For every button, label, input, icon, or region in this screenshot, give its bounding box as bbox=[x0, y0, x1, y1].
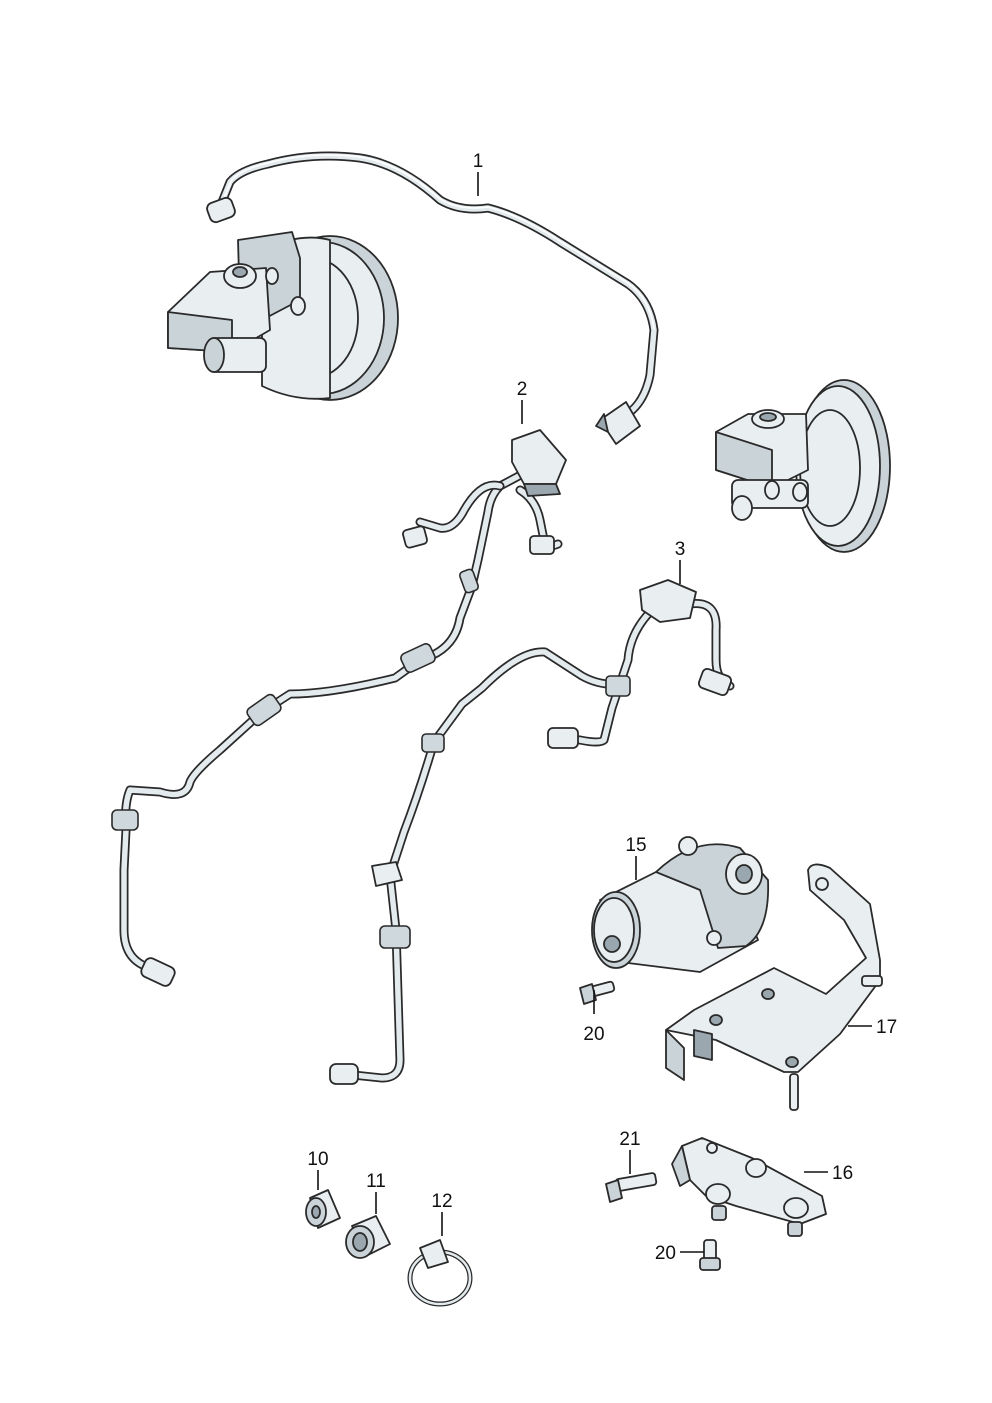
bolt-21 bbox=[605, 1172, 658, 1203]
grommet-10 bbox=[305, 1189, 341, 1229]
bolt-20-lower bbox=[699, 1239, 721, 1271]
callout-16: 16 bbox=[832, 1163, 853, 1184]
hose-clamp-12 bbox=[407, 1239, 473, 1307]
callout-2: 2 bbox=[517, 379, 528, 400]
callout-15: 15 bbox=[625, 835, 646, 856]
bracket-16 bbox=[671, 1137, 827, 1237]
bushing-11 bbox=[345, 1215, 391, 1259]
brake-booster-right bbox=[715, 379, 891, 553]
callout-17: 17 bbox=[876, 1017, 897, 1038]
callout-3: 3 bbox=[675, 539, 686, 560]
bracket-17 bbox=[665, 863, 883, 1111]
bolt-20-upper bbox=[579, 980, 616, 1005]
vacuum-line-1 bbox=[206, 151, 659, 445]
callout-11: 11 bbox=[366, 1171, 386, 1192]
brake-booster-left bbox=[167, 231, 399, 401]
callout-10: 10 bbox=[307, 1149, 328, 1170]
vacuum-line-2 bbox=[111, 429, 567, 987]
leader-lines bbox=[317, 172, 872, 1253]
callout-12: 12 bbox=[431, 1191, 452, 1212]
vacuum-line-3 bbox=[329, 579, 735, 1085]
callout-21: 21 bbox=[619, 1129, 640, 1150]
callout-20-upper: 20 bbox=[583, 1024, 604, 1045]
vacuum-pump bbox=[591, 836, 770, 973]
callout-1: 1 bbox=[473, 151, 484, 172]
callout-20-lower: 20 bbox=[655, 1243, 676, 1264]
